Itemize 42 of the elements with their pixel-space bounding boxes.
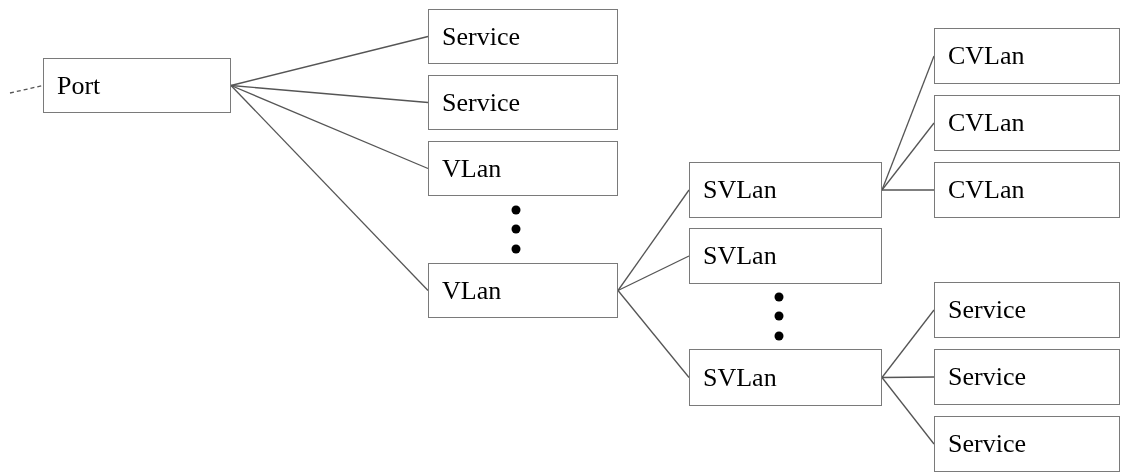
node-box: [43, 58, 231, 113]
node-label: Service: [442, 89, 520, 116]
node-box: [934, 416, 1120, 472]
connector-line: [230, 84, 429, 104]
node-box: [428, 141, 618, 196]
node-box: [689, 228, 882, 284]
connector-line: [881, 376, 935, 445]
node-box: [934, 349, 1120, 405]
connector-line: [230, 35, 429, 87]
node-box: [428, 75, 618, 130]
node-label: Service: [948, 364, 1026, 390]
node-label: CVLan: [948, 177, 1025, 203]
node-label: CVLan: [948, 110, 1025, 136]
connector-line: [881, 189, 935, 191]
connector-line: [881, 309, 935, 379]
connector-line: [230, 84, 429, 170]
node-box: [934, 282, 1120, 338]
node-box: [428, 263, 618, 318]
node-label: SVLan: [703, 364, 777, 391]
dashed-line: [9, 84, 44, 94]
node-label: Service: [948, 297, 1026, 323]
node-label: CVLan: [948, 43, 1025, 69]
connector-line: [881, 55, 935, 191]
node-label: SVLan: [703, 243, 777, 269]
node-label: Service: [442, 23, 520, 50]
node-box: [689, 349, 882, 406]
node-label: VLan: [442, 277, 502, 304]
connector-line: [617, 255, 690, 292]
node-label: Service: [948, 431, 1026, 457]
connector-line: [881, 376, 935, 379]
node-box: [934, 28, 1120, 84]
connector-line: [617, 189, 690, 292]
node-label: SVLan: [703, 177, 777, 203]
node-label: VLan: [442, 155, 502, 182]
node-box: [689, 162, 882, 218]
node-box: [934, 95, 1120, 151]
connector-line: [881, 122, 935, 191]
node-box: [934, 162, 1120, 218]
node-box: [428, 9, 618, 64]
connector-line: [617, 289, 690, 379]
node-label: Port: [57, 72, 101, 99]
connector-line: [230, 84, 429, 292]
